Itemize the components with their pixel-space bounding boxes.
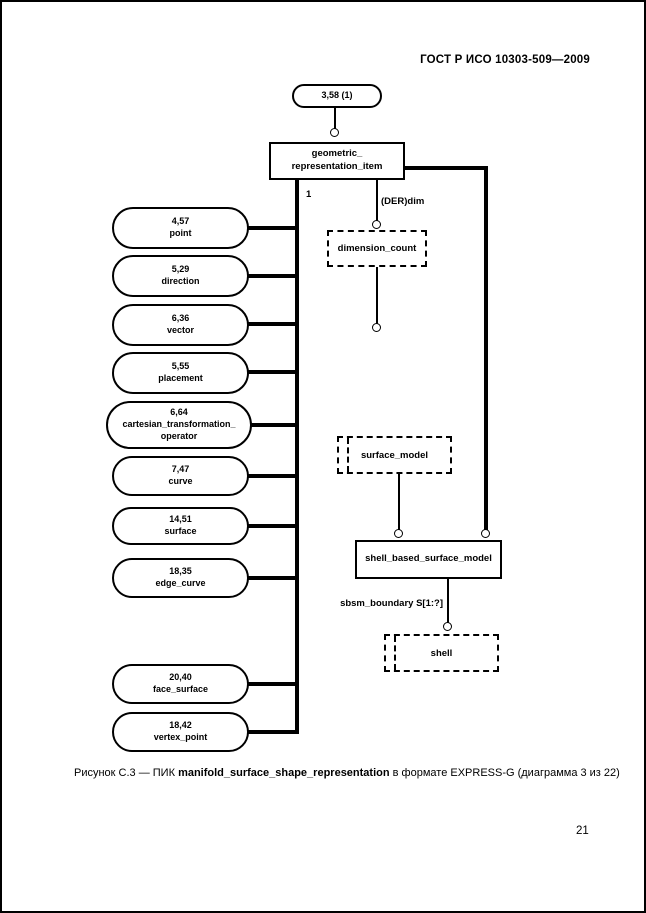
cardinality-label: 1 — [306, 189, 312, 200]
page-ref-label: 3,58 (1) — [321, 90, 353, 101]
entity-ref: 14,51 — [169, 514, 192, 525]
connector-line — [249, 423, 298, 427]
dashed-box-surface-model: surface_model — [337, 436, 452, 474]
dashed-box-label: surface_model — [360, 449, 429, 461]
connector-line — [402, 166, 488, 170]
connector-circle — [372, 323, 381, 332]
entity-label: vector — [166, 325, 194, 335]
connector-line — [246, 474, 298, 478]
entity-oval-surface: 14,51 surface — [112, 507, 249, 545]
entity-ref: 6,36 — [171, 313, 190, 324]
page-number: 21 — [576, 825, 589, 837]
entity-label: point — [169, 228, 192, 238]
dashed-box-shell: shell — [384, 634, 499, 672]
trunk-line — [295, 178, 299, 734]
entity-oval-vector: 6,36 vector — [112, 304, 249, 346]
connector-line — [246, 730, 298, 734]
entity-label: direction — [161, 276, 200, 286]
dashed-box-dimension-count: dimension_count — [327, 230, 427, 267]
sbsm-boundary-label: sbsm_boundary S[1:?] — [340, 598, 443, 609]
entity-oval-face-surface: 20,40 face_surface — [112, 664, 249, 704]
connector-line — [376, 267, 378, 324]
connector-line — [246, 226, 298, 230]
connector-line — [447, 579, 449, 624]
connector-circle — [481, 529, 490, 538]
entity-ref: 20,40 — [169, 672, 192, 683]
entity-label: surface — [164, 526, 197, 536]
connector-line — [334, 107, 336, 129]
entity-box-shell-based-surface-model: shell_based_surface_model — [355, 540, 502, 579]
connector-line — [246, 274, 298, 278]
figure-caption: Рисунок С.3 — ПИК manifold_surface_shape… — [74, 767, 620, 779]
connector-circle — [443, 622, 452, 631]
connector-line — [246, 322, 298, 326]
entity-ref: 5,29 — [171, 264, 190, 275]
entity-label: edge_curve — [155, 578, 206, 588]
entity-ref: 4,57 — [171, 216, 190, 227]
connector-circle — [372, 220, 381, 229]
connector-line — [246, 370, 298, 374]
dashed-box-label: shell — [430, 647, 453, 659]
entity-oval-vertex-point: 18,42 vertex_point — [112, 712, 249, 752]
entity-ref: 18,42 — [169, 720, 192, 731]
entity-oval-edge-curve: 18,35 edge_curve — [112, 558, 249, 598]
entity-ref: 7,47 — [171, 464, 190, 475]
entity-box-geometric-representation-item: geometric_ representation_item — [269, 142, 405, 180]
caption-prefix: Рисунок С.3 — ПИК — [74, 767, 179, 779]
connector-circle — [394, 529, 403, 538]
select-type-mark — [394, 636, 396, 670]
connector-line — [398, 474, 400, 530]
entity-oval-curve: 7,47 curve — [112, 456, 249, 496]
connector-circle — [330, 128, 339, 137]
dashed-box-label: dimension_count — [337, 243, 417, 254]
select-type-mark — [347, 438, 349, 472]
entity-oval-cartesian-transformation-operator: 6,64 cartesian_transformation_ operator — [106, 401, 252, 449]
entity-ref: 18,35 — [169, 566, 192, 577]
entity-oval-placement: 5,55 placement — [112, 352, 249, 394]
page-ref-oval: 3,58 (1) — [292, 84, 382, 108]
connector-line — [246, 576, 298, 580]
entity-label: curve — [168, 476, 193, 486]
entity-label: placement — [158, 373, 203, 383]
entity-oval-direction: 5,29 direction — [112, 255, 249, 297]
derived-attr-label: (DER)dim — [381, 196, 425, 207]
caption-entity-name: manifold_surface_shape_representation — [178, 767, 390, 779]
page-header: ГОСТ Р ИСО 10303-509—2009 — [420, 54, 590, 66]
caption-suffix: в формате EXPRESS-G (диаграмма 3 из 22) — [389, 767, 620, 779]
connector-line — [484, 166, 488, 532]
connector-line — [246, 524, 298, 528]
entity-label: vertex_point — [153, 732, 208, 742]
entity-oval-point: 4,57 point — [112, 207, 249, 249]
connector-line — [246, 682, 298, 686]
entity-label: face_surface — [152, 684, 209, 694]
entity-ref: 6,64 — [170, 407, 188, 418]
entity-ref: 5,55 — [171, 361, 190, 372]
connector-line — [376, 178, 378, 222]
entity-label: cartesian_transformation_ operator — [122, 419, 236, 441]
